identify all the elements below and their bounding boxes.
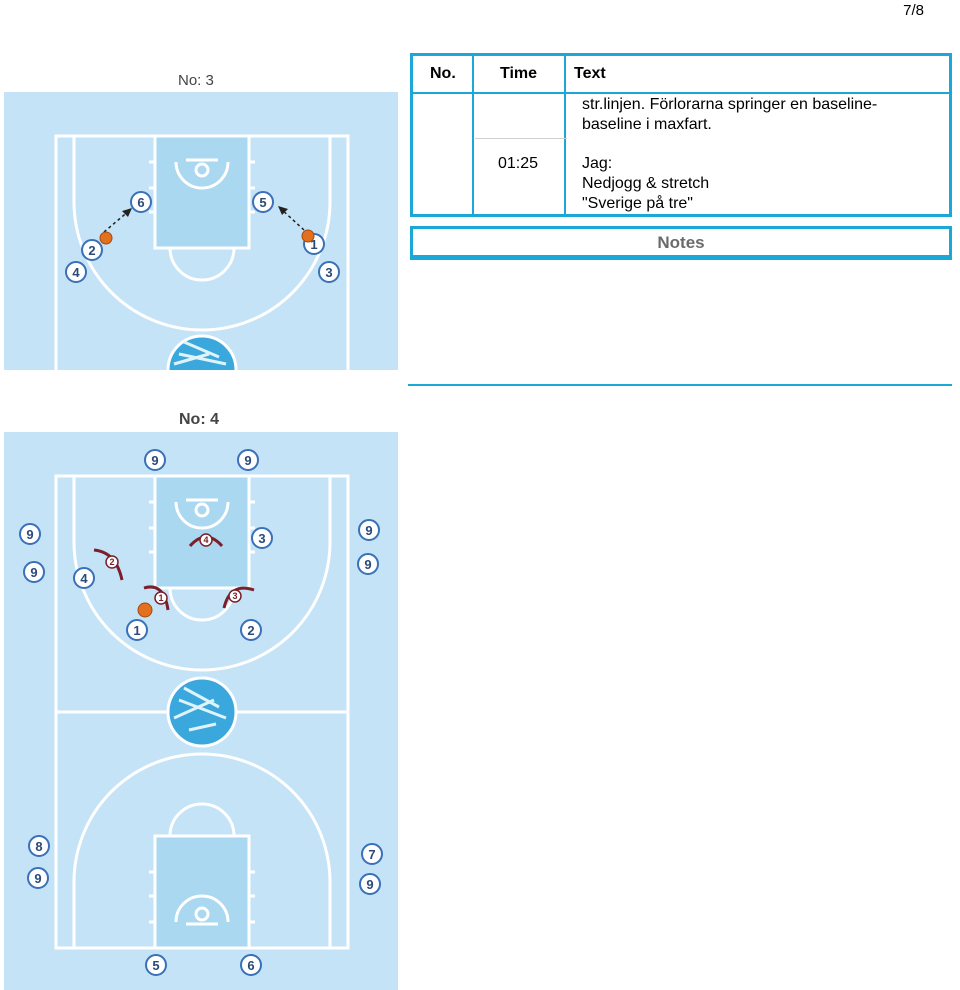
svg-text:2: 2 xyxy=(88,243,95,258)
defender-arc xyxy=(143,585,170,611)
svg-text:9: 9 xyxy=(151,453,158,468)
court-diagram: 4 2 1 3 9 9 9 9 9 9 3 4 1 2 8 9 7 9 5 6 xyxy=(4,432,398,990)
divider xyxy=(408,384,952,386)
three-point-line xyxy=(72,476,332,672)
drill-label: No: 4 xyxy=(179,411,219,428)
paint-lane xyxy=(153,134,251,250)
table-header xyxy=(413,56,949,94)
svg-text:3: 3 xyxy=(258,531,265,546)
defender-marker: 1 xyxy=(154,591,168,605)
player-marker: 9 xyxy=(23,561,45,583)
defender-marker: 3 xyxy=(228,589,242,603)
svg-text:4: 4 xyxy=(72,265,80,280)
svg-text:9: 9 xyxy=(244,453,251,468)
svg-text:5: 5 xyxy=(152,958,159,973)
svg-text:1: 1 xyxy=(310,237,317,252)
svg-text:9: 9 xyxy=(365,523,372,538)
svg-text:2: 2 xyxy=(109,557,114,567)
center-logo xyxy=(166,334,238,370)
svg-text:8: 8 xyxy=(35,839,42,854)
svg-text:9: 9 xyxy=(26,527,33,542)
player-marker: 9 xyxy=(358,519,380,541)
drill-label: No: 3 xyxy=(178,72,214,89)
restricted-arc xyxy=(174,894,230,923)
player-marker: 3 xyxy=(318,261,340,283)
restricted-arc xyxy=(174,501,230,530)
player-marker: 2 xyxy=(240,619,262,641)
row-text-line: "Sverige på tre" xyxy=(582,195,693,212)
player-marker: 3 xyxy=(251,527,273,549)
svg-text:6: 6 xyxy=(247,958,254,973)
drill-table: No. Time Text str.linjen. Förlorarna spr… xyxy=(410,53,952,217)
rim xyxy=(194,162,210,178)
row-text-line: Nedjogg & stretch xyxy=(582,175,710,192)
svg-text:7: 7 xyxy=(368,847,375,862)
ball-icon xyxy=(99,231,113,245)
player-marker: 6 xyxy=(240,954,262,976)
svg-text:2: 2 xyxy=(247,623,254,638)
free-throw-arc xyxy=(168,247,236,282)
svg-text:4: 4 xyxy=(80,571,88,586)
restricted-arc xyxy=(174,161,230,190)
player-marker: 9 xyxy=(19,523,41,545)
player-marker: 1 xyxy=(126,619,148,641)
player-marker: 9 xyxy=(27,867,49,889)
svg-text:9: 9 xyxy=(366,877,373,892)
svg-text:9: 9 xyxy=(364,557,371,572)
player-marker: 9 xyxy=(359,873,381,895)
player-marker: 9 xyxy=(357,553,379,575)
svg-text:3: 3 xyxy=(232,591,237,601)
svg-text:3: 3 xyxy=(325,265,332,280)
player-marker: 5 xyxy=(252,191,274,213)
svg-text:4: 4 xyxy=(203,535,208,545)
page-number: 7/8 xyxy=(903,2,924,19)
player-marker: 4 xyxy=(65,261,87,283)
player-marker: 5 xyxy=(145,954,167,976)
player-marker: 6 xyxy=(130,191,152,213)
header-no: No. xyxy=(430,65,456,82)
row-text-line: baseline i maxfart. xyxy=(582,116,712,133)
row-text-line: str.linjen. Förlorarna springer en basel… xyxy=(582,96,878,113)
row-time: 01:25 xyxy=(498,155,539,172)
three-point-line xyxy=(72,752,332,948)
header-text: Text xyxy=(574,65,606,82)
svg-text:1: 1 xyxy=(133,623,140,638)
svg-text:5: 5 xyxy=(259,195,266,210)
ball-icon xyxy=(137,602,153,618)
svg-text:9: 9 xyxy=(30,565,37,580)
paint-lane xyxy=(153,474,251,590)
court-diagram: 2 1 4 3 6 5 xyxy=(4,92,398,370)
ball-icon xyxy=(301,229,315,243)
free-throw-arc xyxy=(168,802,236,837)
row-text-line: Jag: xyxy=(582,155,613,172)
notes-label: Notes xyxy=(657,233,705,252)
svg-text:1: 1 xyxy=(158,593,163,603)
player-marker: 2 xyxy=(81,239,103,261)
defender-marker: 2 xyxy=(105,555,119,569)
player-marker: 4 xyxy=(73,567,95,589)
defender-marker: 4 xyxy=(199,533,213,547)
player-marker: 9 xyxy=(237,449,259,471)
notes-box: Notes xyxy=(410,226,952,260)
player-marker: 8 xyxy=(28,835,50,857)
header-time: Time xyxy=(500,65,538,82)
player-marker: 7 xyxy=(361,843,383,865)
paint-lane xyxy=(153,834,251,950)
center-logo xyxy=(166,676,238,748)
svg-text:6: 6 xyxy=(137,195,144,210)
player-marker: 9 xyxy=(144,449,166,471)
svg-text:9: 9 xyxy=(34,871,41,886)
